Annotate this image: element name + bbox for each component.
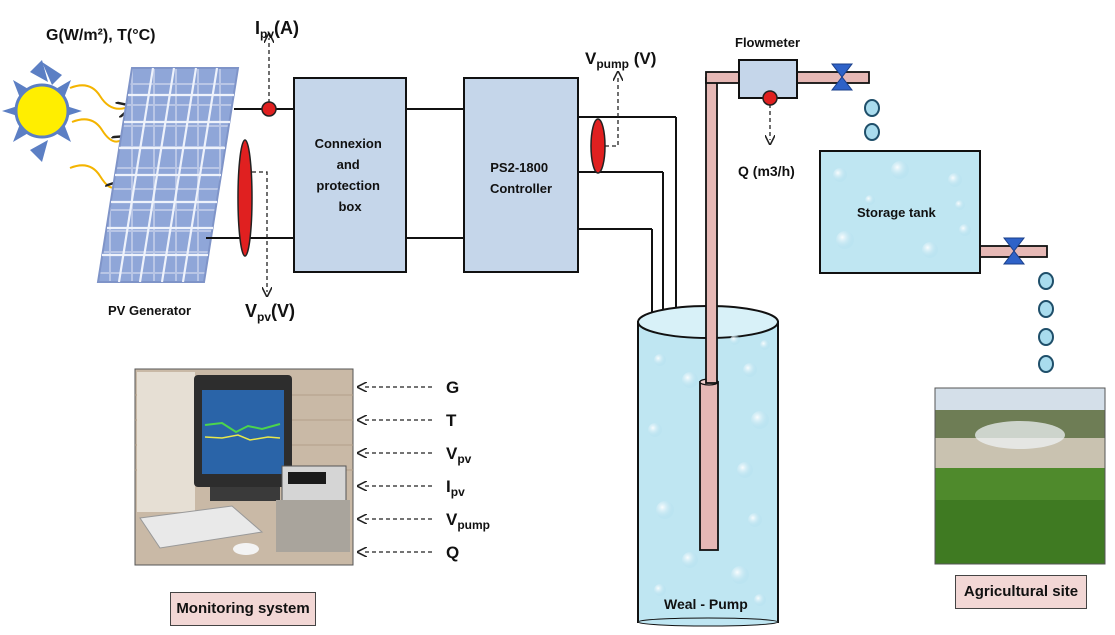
connexion-box-line2: and <box>337 157 360 172</box>
controller-box: PS2-1800 Controller <box>464 78 578 272</box>
current-sensor-ipv <box>262 38 276 116</box>
controller-line2: Controller <box>490 181 552 196</box>
pv-panel <box>98 68 238 282</box>
monitor-input-label: Vpump <box>446 510 490 532</box>
vpv-label: Vpv(V) <box>245 301 295 324</box>
vpump-label: Vpump (V) <box>585 49 656 71</box>
voltage-sensor-vpump <box>591 76 618 173</box>
monitoring-system-caption: Monitoring system <box>170 592 316 626</box>
monitor-input-label: Vpv <box>446 444 472 466</box>
flowmeter-label: Flowmeter <box>735 35 800 50</box>
monitor-input-label: Ipv <box>446 477 465 499</box>
storage-tank-label: Storage tank <box>857 205 937 220</box>
pv-generator-label: PV Generator <box>108 303 191 318</box>
flowmeter <box>739 60 797 140</box>
well-pump-label: Weal - Pump <box>664 596 748 612</box>
monitor-input-label: G <box>446 378 459 397</box>
sun-icon <box>2 60 82 162</box>
monitor-input-label: T <box>446 411 457 430</box>
irradiance-temp-label: G(W/m²), T(°C) <box>46 27 155 44</box>
connexion-protection-box: Connexion and protection box <box>294 78 406 272</box>
voltage-sensor-vpv <box>238 140 267 292</box>
connexion-box-line4: box <box>338 199 362 214</box>
ipv-label: Ipv(A) <box>255 18 299 41</box>
monitoring-photo <box>135 369 353 565</box>
controller-line1: PS2-1800 <box>490 160 548 175</box>
flow-q-label: Q (m3/h) <box>738 163 795 179</box>
agricultural-site-caption: Agricultural site <box>955 575 1087 609</box>
connexion-box-line1: Connexion <box>315 136 382 151</box>
agricultural-site-photo <box>935 388 1105 564</box>
monitor-input-label: Q <box>446 543 459 562</box>
connexion-box-line3: protection <box>316 178 380 193</box>
